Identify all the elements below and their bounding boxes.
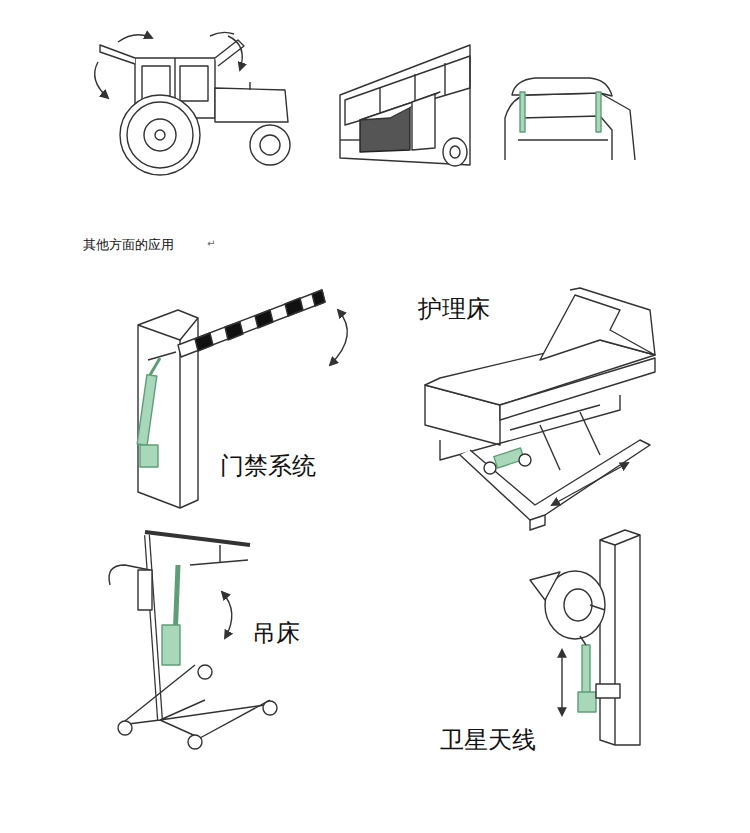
tractor-figure [95, 32, 290, 175]
barrier-figure [137, 290, 347, 508]
paragraph-mark: ↵ [207, 238, 215, 249]
application-label: 门禁系统 [220, 450, 316, 482]
car-figure [505, 78, 635, 160]
nursing-bed-figure [425, 288, 655, 530]
application-label: 护理床 [418, 293, 490, 325]
hoist-figure [109, 532, 277, 749]
section-heading: 其他方面的应用 [83, 236, 174, 254]
application-label: 吊床 [252, 617, 300, 649]
bus-figure [340, 45, 470, 166]
antenna-figure [530, 530, 640, 745]
application-label: 卫星天线 [440, 724, 536, 756]
